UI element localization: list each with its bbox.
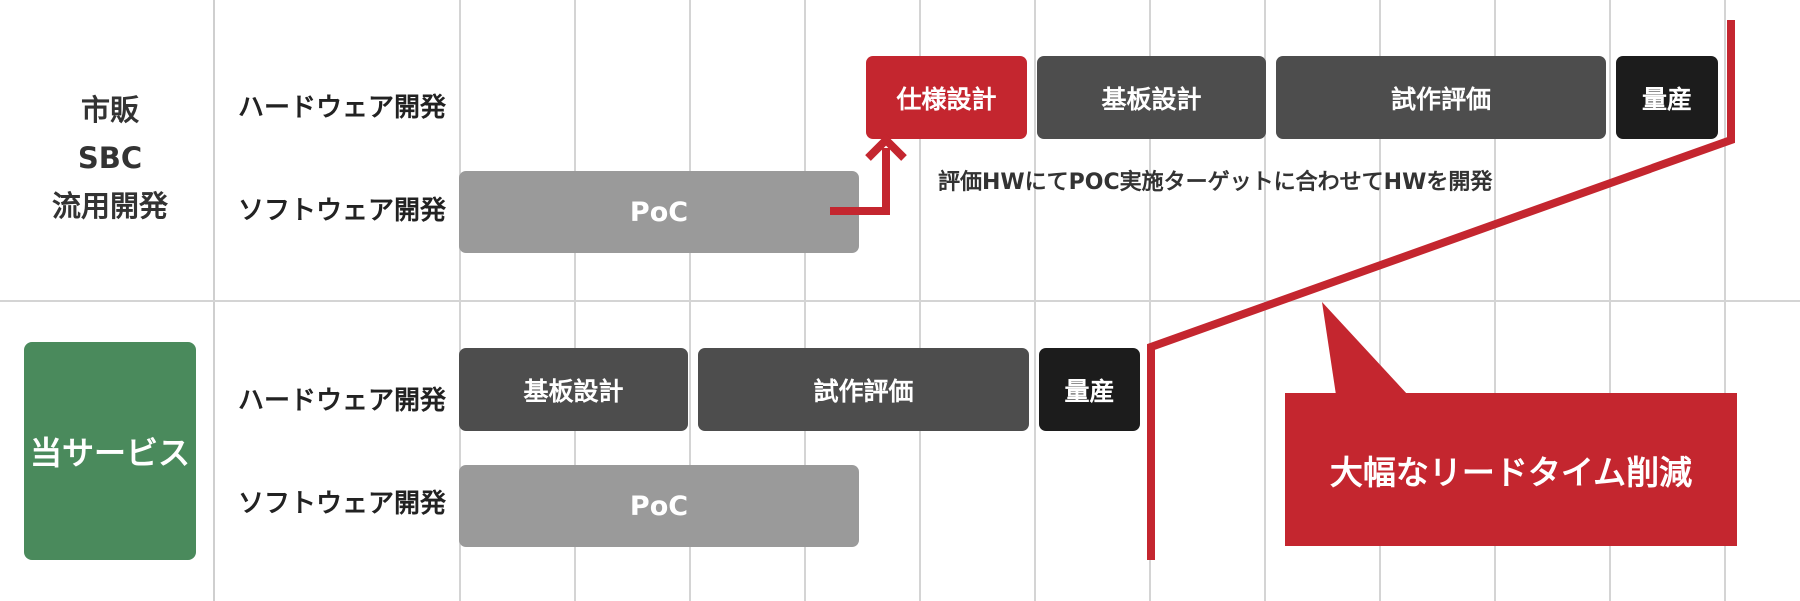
lead-time-reduction-line bbox=[1147, 20, 1735, 560]
callout-pointer bbox=[1322, 302, 1408, 395]
row-label-hardware: ハードウェア開発 bbox=[238, 93, 447, 123]
mass-production-block: 量産 bbox=[1616, 56, 1718, 139]
section-label-line: 流用開発 bbox=[51, 189, 168, 223]
row-label-hardware: ハードウェア開発 bbox=[238, 386, 447, 416]
row-label-software: ソフトウェア開発 bbox=[238, 196, 447, 226]
mass-production-block: 量産 bbox=[1039, 348, 1140, 431]
row-label-software: ソフトウェア開発 bbox=[238, 489, 447, 519]
section-label-market-sbc: 市販 SBC 流用開発 bbox=[30, 86, 190, 230]
spec-design-block: 仕様設計 bbox=[866, 56, 1027, 139]
hw-note: 評価HWにてPOC実施ターゲットに合わせてHWを開発 bbox=[938, 170, 1493, 195]
poc-to-spec-arrow bbox=[830, 148, 890, 215]
poc-to-spec-arrowhead bbox=[865, 134, 907, 161]
section-label-our-service: 当サービス bbox=[24, 342, 196, 560]
board-design-block: 基板設計 bbox=[459, 348, 688, 431]
prototype-eval-block: 試作評価 bbox=[698, 348, 1029, 431]
prototype-eval-block: 試作評価 bbox=[1276, 56, 1606, 139]
section-label-line: SBC bbox=[77, 141, 143, 175]
section-divider bbox=[0, 300, 1800, 302]
poc-block: PoC bbox=[459, 465, 859, 547]
section-label-line: 市販 bbox=[80, 93, 139, 127]
board-design-block: 基板設計 bbox=[1037, 56, 1266, 139]
poc-block: PoC bbox=[459, 171, 859, 253]
lead-time-callout: 大幅なリードタイム削減 bbox=[1285, 393, 1737, 546]
